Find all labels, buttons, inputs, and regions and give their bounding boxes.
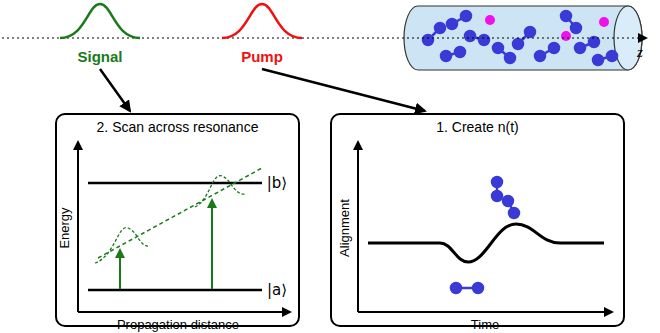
pointer-arrow	[262, 69, 425, 111]
node-title: Pump	[241, 48, 283, 65]
signal-pulse	[60, 4, 140, 38]
axis-label: Alignment	[338, 199, 351, 257]
state-label: |a⟩	[267, 283, 287, 298]
axis-label: Propagation distance	[117, 318, 239, 331]
panel-box: 1. Create n(t)	[330, 113, 625, 327]
alignment-plot	[358, 142, 612, 312]
energy-plot	[78, 142, 290, 312]
node-title: 1. Create n(t)	[340, 119, 615, 135]
atoms	[485, 15, 609, 41]
pointer-arrow	[100, 69, 130, 111]
node-title: Signal	[77, 48, 122, 65]
pump-label: Pump	[237, 46, 287, 67]
panel-box: 2. Scan across resonance	[55, 113, 300, 327]
axis-label: Energy	[58, 207, 71, 248]
state-label: |b⟩	[267, 176, 287, 191]
z-axis	[2, 37, 646, 38]
node-title: 2. Scan across resonance	[65, 119, 290, 135]
axis-label: Time	[471, 318, 499, 331]
axis-name: z	[637, 45, 643, 60]
pump-pulse	[222, 4, 302, 38]
signal-label: Signal	[73, 46, 126, 67]
